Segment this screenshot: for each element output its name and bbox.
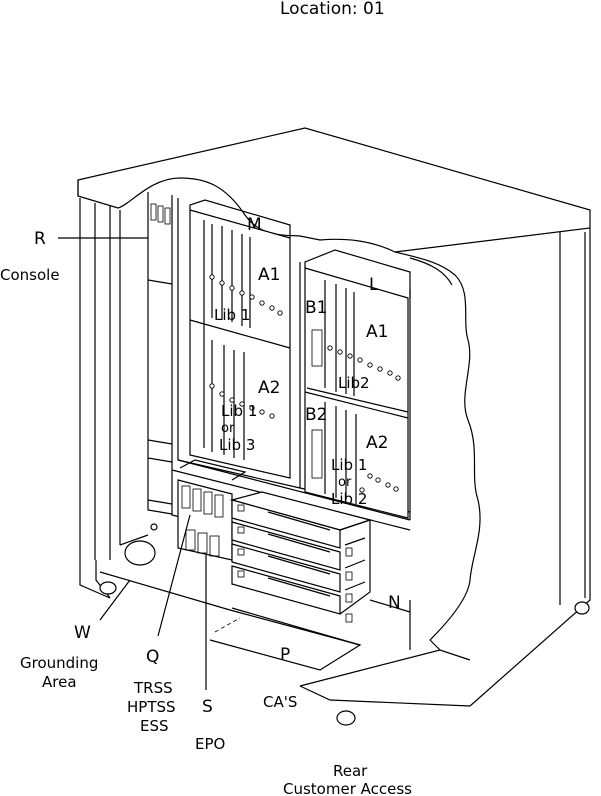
console-column: [148, 192, 172, 462]
label-lib-left-b: Lib 3: [219, 436, 255, 454]
label-lib-right-b: Lib 2: [331, 490, 367, 508]
label-console: Console: [0, 266, 60, 284]
label-B2: B2: [305, 405, 327, 425]
label-cas: CA'S: [263, 693, 297, 711]
cabinet-right-side: [470, 228, 590, 706]
label-P: P: [280, 645, 290, 665]
label-W: W: [74, 623, 91, 643]
label-lib2-right: Lib2: [338, 374, 370, 392]
label-M: M: [247, 215, 262, 235]
caster-front: [337, 711, 355, 725]
location-title: Location: 01: [280, 0, 385, 19]
label-lib-left-or: or: [221, 421, 235, 436]
caster-left: [100, 582, 116, 594]
console-vent-2: [158, 206, 163, 222]
label-A2-left: A2: [258, 378, 280, 398]
label-trss: TRSS: [133, 679, 173, 697]
caster-right: [575, 602, 589, 614]
label-B1: B1: [305, 298, 327, 318]
label-grounding-2: Area: [42, 673, 77, 691]
label-A2-right: A2: [366, 433, 388, 453]
label-lib1-left: Lib 1: [214, 306, 250, 324]
label-grounding-1: Grounding: [20, 654, 98, 672]
leader-Q: [158, 515, 190, 636]
console-vent-3: [165, 208, 170, 224]
label-Q: Q: [146, 647, 159, 667]
label-lib-right-or: or: [338, 475, 352, 490]
label-lib-right-a: Lib 1: [331, 456, 367, 474]
label-lib-left-a: Lib 1: [221, 402, 257, 420]
ca-tray-stack: [232, 492, 370, 622]
label-N: N: [388, 593, 401, 613]
label-ess: ESS: [140, 717, 169, 735]
cabinet-top-cover: [78, 128, 590, 252]
label-A1-right: A1: [366, 322, 388, 342]
label-A1-left: A1: [258, 265, 280, 285]
label-rear: Rear: [333, 762, 368, 780]
console-vent-1: [151, 204, 156, 220]
label-EPO: EPO: [195, 735, 225, 753]
grounding-disk: [125, 541, 155, 565]
label-S: S: [202, 697, 213, 717]
label-R: R: [34, 229, 46, 249]
label-hptss: HPTSS: [127, 698, 176, 716]
label-customer-access: Customer Access: [283, 780, 412, 796]
label-L: L: [369, 275, 379, 295]
